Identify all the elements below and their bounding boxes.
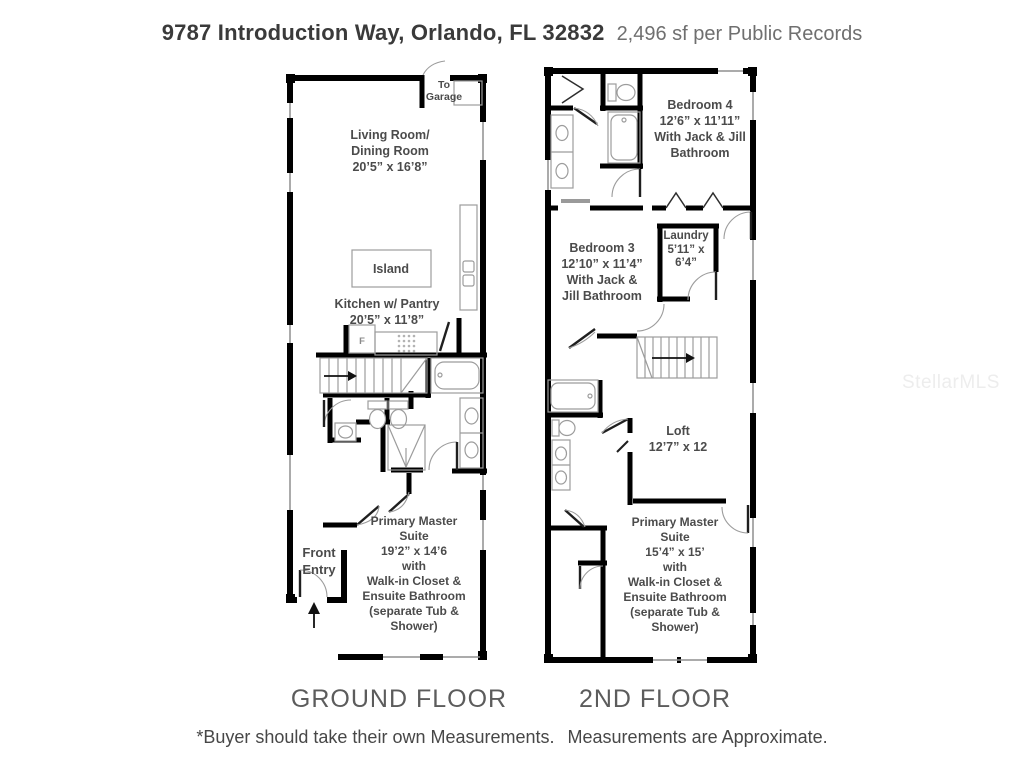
label-line: Bedroom 4: [667, 98, 733, 112]
label-line: Shower): [390, 619, 438, 633]
label-line: Primary Master: [631, 515, 719, 529]
disclaimer-part1: *Buyer should take their own Measurement…: [196, 727, 555, 747]
label-line: Bathroom: [670, 146, 730, 160]
label-line: Island: [372, 262, 410, 276]
label-laundry: Laundry 5’11” x 6’4”: [663, 230, 708, 271]
second-floor-plan-drawing: [544, 67, 757, 663]
label-line: Living Room/: [350, 128, 430, 142]
label-line: Suite: [399, 529, 429, 543]
label-to-garage: To Garage: [426, 79, 462, 103]
double-vanity: [551, 439, 571, 491]
label-line: Suite: [660, 530, 690, 544]
second-floor-caption: 2ND FLOOR: [578, 685, 732, 713]
label-line: Entry: [302, 562, 336, 577]
label-line: 6’4”: [675, 257, 697, 269]
label-line: 12’7” x 12: [648, 440, 708, 454]
ground-floor-caption: GROUND FLOOR: [290, 685, 508, 713]
bathtub: [607, 111, 641, 164]
label-line: (separate Tub &: [630, 605, 720, 619]
label-line: With Jack &: [566, 273, 638, 287]
entry-arrow: [308, 602, 320, 628]
kitchen-counter: [374, 331, 438, 356]
label-line: with: [402, 559, 426, 573]
disclaimer: *Buyer should take their own Measurement…: [0, 727, 1024, 748]
label-line: 19’2” x 14’6: [380, 544, 448, 558]
address-title: 9787 Introduction Way, Orlando, FL 32832: [161, 20, 605, 45]
sink: [334, 422, 357, 442]
ground-windows: [289, 103, 484, 658]
stove-burners: [397, 334, 416, 353]
bathtub: [547, 379, 599, 413]
second-windows: [547, 70, 754, 661]
garage-closet: [453, 80, 483, 106]
label-front-entry: Front Entry: [302, 544, 335, 578]
disclaimer-part2: Measurements are Approximate.: [567, 727, 828, 747]
label-living-room: Living Room/ Dining Room 20’5” x 16’8”: [350, 127, 429, 175]
label-line: With Jack & Jill: [654, 130, 746, 144]
label-line: 15’4” x 15’: [645, 545, 705, 559]
ground-stairs: [319, 357, 428, 394]
second-bathroom-fixtures: [547, 83, 641, 491]
label-line: Garage: [425, 91, 463, 103]
label-island: Island: [373, 261, 409, 277]
label-bedroom3: Bedroom 3 12’10” x 11’4” With Jack & Jil…: [561, 240, 642, 304]
label-line: Shower): [651, 620, 699, 634]
label-kitchen: Kitchen w/ Pantry 20’5” x 11’8”: [335, 296, 440, 328]
label-line: Bedroom 3: [569, 241, 635, 255]
kitchen-sink: [462, 260, 475, 273]
label-line: Walk-in Closet &: [366, 574, 462, 588]
double-vanity: [550, 114, 574, 189]
shower: [387, 424, 426, 471]
bathtub: [430, 357, 484, 394]
label-line: Kitchen w/ Pantry: [334, 297, 440, 311]
second-doors: [561, 75, 753, 590]
label-second-master: Primary Master Suite 15’4” x 15’ with Wa…: [623, 515, 726, 635]
label-line: Loft: [666, 424, 690, 438]
second-outer-walls: [544, 67, 757, 663]
label-line: Dining Room: [351, 144, 429, 158]
label-line: (separate Tub &: [369, 604, 459, 618]
header: 9787 Introduction Way, Orlando, FL 32832…: [0, 20, 1024, 46]
label-line: Ensuite Bathroom: [623, 590, 727, 604]
label-line: 12’10” x 11’4”: [561, 257, 643, 271]
label-line: with: [663, 560, 687, 574]
second-floor-plan: Bedroom 4 12’6” x 11’11” With Jack & Jil…: [540, 60, 760, 670]
label-line: F: [359, 336, 365, 347]
label-line: Primary Master: [370, 514, 458, 528]
label-bedroom4: Bedroom 4 12’6” x 11’11” With Jack & Jil…: [654, 97, 746, 161]
label-line: 20’5” x 11’8”: [349, 313, 425, 327]
label-line: Walk-in Closet &: [627, 575, 723, 589]
ground-floor-plan-drawing: [286, 60, 487, 660]
stellar-mls-watermark: StellarMLS: [902, 372, 1000, 393]
double-vanity: [459, 397, 484, 469]
label-fridge: F: [359, 336, 365, 347]
label-ground-master: Primary Master Suite 19’2” x 14’6 with W…: [362, 514, 465, 634]
label-line: 12’6” x 11’11”: [659, 114, 741, 128]
ground-bathroom-fixtures: [334, 357, 484, 471]
toilet: [367, 400, 388, 430]
ground-kitchen-fixtures: [348, 80, 483, 356]
ground-floor-plan: To Garage Living Room/ Dining Room 20’5”…: [283, 60, 493, 670]
label-line: Front: [302, 545, 336, 560]
label-loft: Loft 12’7” x 12: [649, 423, 707, 455]
second-stairs: [636, 336, 718, 379]
label-line: Jill Bathroom: [562, 289, 642, 303]
toilet: [607, 83, 636, 102]
label-line: To: [437, 79, 451, 91]
label-line: 5’11” x: [667, 243, 705, 256]
kitchen-island-outline: [351, 249, 432, 288]
toilet: [551, 419, 576, 437]
label-line: Ensuite Bathroom: [362, 589, 466, 603]
side-counter: [459, 204, 478, 311]
ground-doors: [298, 60, 459, 598]
sqft-note: 2,496 sf per Public Records: [616, 23, 863, 45]
kitchen-sink: [462, 274, 475, 287]
label-line: Laundry: [663, 230, 709, 242]
label-line: 20’5” x 16’8”: [352, 160, 428, 174]
toilet: [388, 400, 409, 430]
